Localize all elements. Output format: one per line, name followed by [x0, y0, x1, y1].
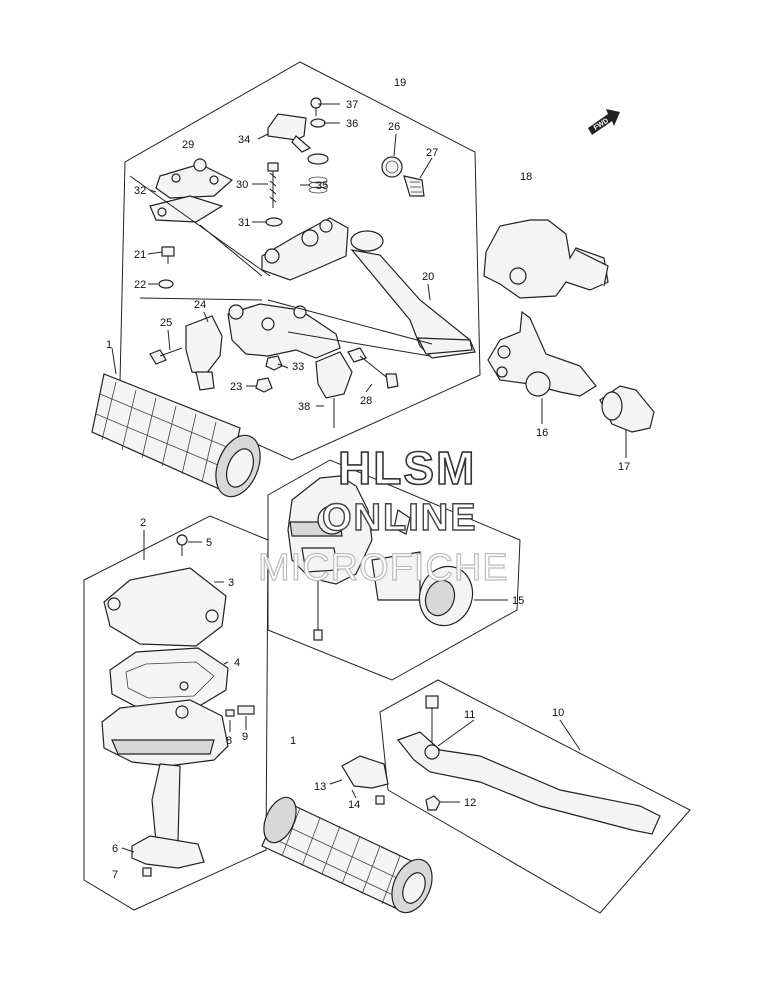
part-1-grip-upper	[91, 373, 261, 498]
part-3-cap	[103, 567, 227, 647]
leader-lines	[111, 103, 627, 853]
part-16-lever-bracket	[487, 310, 597, 397]
label-28: 28	[360, 395, 372, 407]
label-13: 13	[314, 781, 326, 793]
label-15: 15	[512, 595, 524, 607]
label-21: 21	[134, 249, 146, 261]
part-27-knob	[403, 175, 425, 197]
label-6: 6	[112, 843, 118, 855]
label-3: 3	[228, 577, 234, 589]
label-7: 7	[112, 869, 118, 881]
group-frame-15	[267, 459, 521, 681]
part-12-nut	[425, 795, 441, 811]
label-38: 38	[298, 401, 310, 413]
label-27: 27	[426, 147, 438, 159]
watermark: HLSM ONLINE MICROFICHE	[257, 441, 509, 589]
handlebar-switch	[287, 475, 421, 641]
part-36-washer	[310, 118, 326, 128]
part-15-collar	[418, 565, 474, 627]
part-21-bolt	[161, 246, 175, 264]
label-2: 2	[140, 517, 146, 529]
label-36: 36	[346, 118, 358, 130]
group-frame-2	[83, 515, 269, 911]
label-14: 14	[348, 799, 360, 811]
master-cylinder-body	[101, 699, 229, 869]
label-32: 32	[134, 185, 146, 197]
part-13-bracket	[341, 755, 389, 789]
part-37-screw	[310, 97, 322, 116]
label-29: 29	[182, 139, 194, 151]
label-24: 24	[194, 299, 206, 311]
label-37: 37	[346, 99, 358, 111]
part-31-washer	[265, 217, 283, 227]
part-28-bolt	[347, 347, 399, 389]
label-10: 10	[552, 707, 564, 719]
fwd-label: FWD	[593, 117, 610, 131]
label-35: 35	[316, 180, 328, 192]
label-9: 9	[242, 731, 248, 743]
label-1a: 1	[106, 339, 112, 351]
label-34: 34	[238, 134, 250, 146]
label-5: 5	[206, 537, 212, 549]
part-4-diaphragm	[109, 647, 229, 713]
part-14-screw	[375, 795, 385, 805]
part-24-clamp	[185, 315, 223, 391]
part-38-switch	[315, 351, 353, 428]
label-11: 11	[464, 709, 475, 721]
label-1b: 1	[290, 735, 296, 747]
label-22: 22	[134, 279, 146, 291]
part-1-grip-lower	[261, 796, 433, 914]
part-26-gear	[381, 156, 403, 178]
watermark-line-3: MICROFICHE	[258, 547, 509, 589]
part-30-bolt	[267, 162, 279, 208]
part-22-washer	[158, 279, 174, 289]
label-4: 4	[234, 657, 240, 669]
part-25-bolt	[149, 347, 183, 365]
part-18-master-cylinder	[483, 219, 609, 299]
label-8: 8	[226, 735, 232, 747]
part-labels: 19 37 36 34 26 27 29 30 32 35 31 18 21 2…	[106, 77, 630, 881]
part-9-bolt	[237, 705, 255, 715]
label-23: 23	[230, 381, 242, 393]
part-23-nut	[255, 377, 273, 393]
part-10-lever	[397, 731, 661, 835]
master-holder-body	[227, 303, 341, 359]
part-5-screw	[176, 534, 188, 556]
label-18: 18	[520, 171, 532, 183]
lever-holder-body	[261, 217, 349, 281]
label-12: 12	[464, 797, 476, 809]
fwd-arrow-icon: FWD	[588, 109, 620, 135]
group-frame-19	[119, 61, 481, 461]
part-11-pivot-bolt	[425, 695, 439, 744]
label-16: 16	[536, 427, 548, 439]
part-34-bracket	[267, 113, 312, 153]
part-7-screw	[142, 867, 152, 877]
part-29-clamp	[149, 158, 234, 223]
part-36-washer-b	[307, 153, 329, 165]
part-33-nut	[265, 355, 283, 371]
watermark-line-2: ONLINE	[322, 497, 478, 539]
label-19: 19	[394, 77, 406, 89]
label-25: 25	[160, 317, 172, 329]
label-20: 20	[422, 271, 434, 283]
label-17: 17	[618, 461, 630, 473]
label-31: 31	[238, 217, 250, 229]
label-30: 30	[236, 179, 248, 191]
part-8-bolt	[225, 709, 235, 717]
watermark-line-1: HLSM	[338, 442, 476, 494]
part-20-lever	[350, 230, 476, 359]
label-26: 26	[388, 121, 400, 133]
part-17-adjuster	[599, 385, 655, 433]
label-33: 33	[292, 361, 304, 373]
